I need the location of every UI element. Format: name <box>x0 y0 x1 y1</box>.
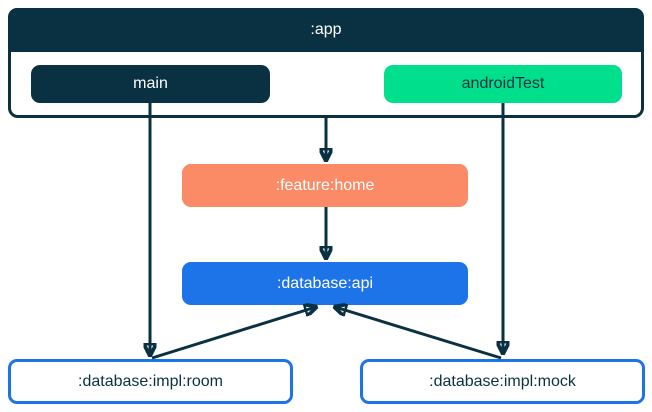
node-main-label: main <box>133 75 168 92</box>
app-group-header: :app <box>8 8 644 52</box>
node-androidtest-label: androidTest <box>461 75 545 92</box>
node-database-impl-mock: :database:impl:mock <box>360 359 645 404</box>
node-database-api-label: :database:api <box>276 274 374 292</box>
node-database-impl-mock-label: :database:impl:mock <box>429 372 576 390</box>
node-database-api: :database:api <box>182 262 468 305</box>
node-database-impl-room: :database:impl:room <box>8 359 293 404</box>
node-androidtest-source-set: androidTest <box>384 65 622 103</box>
node-feature-home-label: :feature:home <box>275 176 375 194</box>
edge-database-impl-room-to-database-api <box>151 307 316 360</box>
app-group-title: :app <box>310 21 342 38</box>
edge-database-impl-mock-to-database-api <box>335 307 502 360</box>
node-main-source-set: main <box>31 65 270 103</box>
node-database-impl-room-label: :database:impl:room <box>78 372 223 390</box>
node-feature-home: :feature:home <box>182 164 468 207</box>
